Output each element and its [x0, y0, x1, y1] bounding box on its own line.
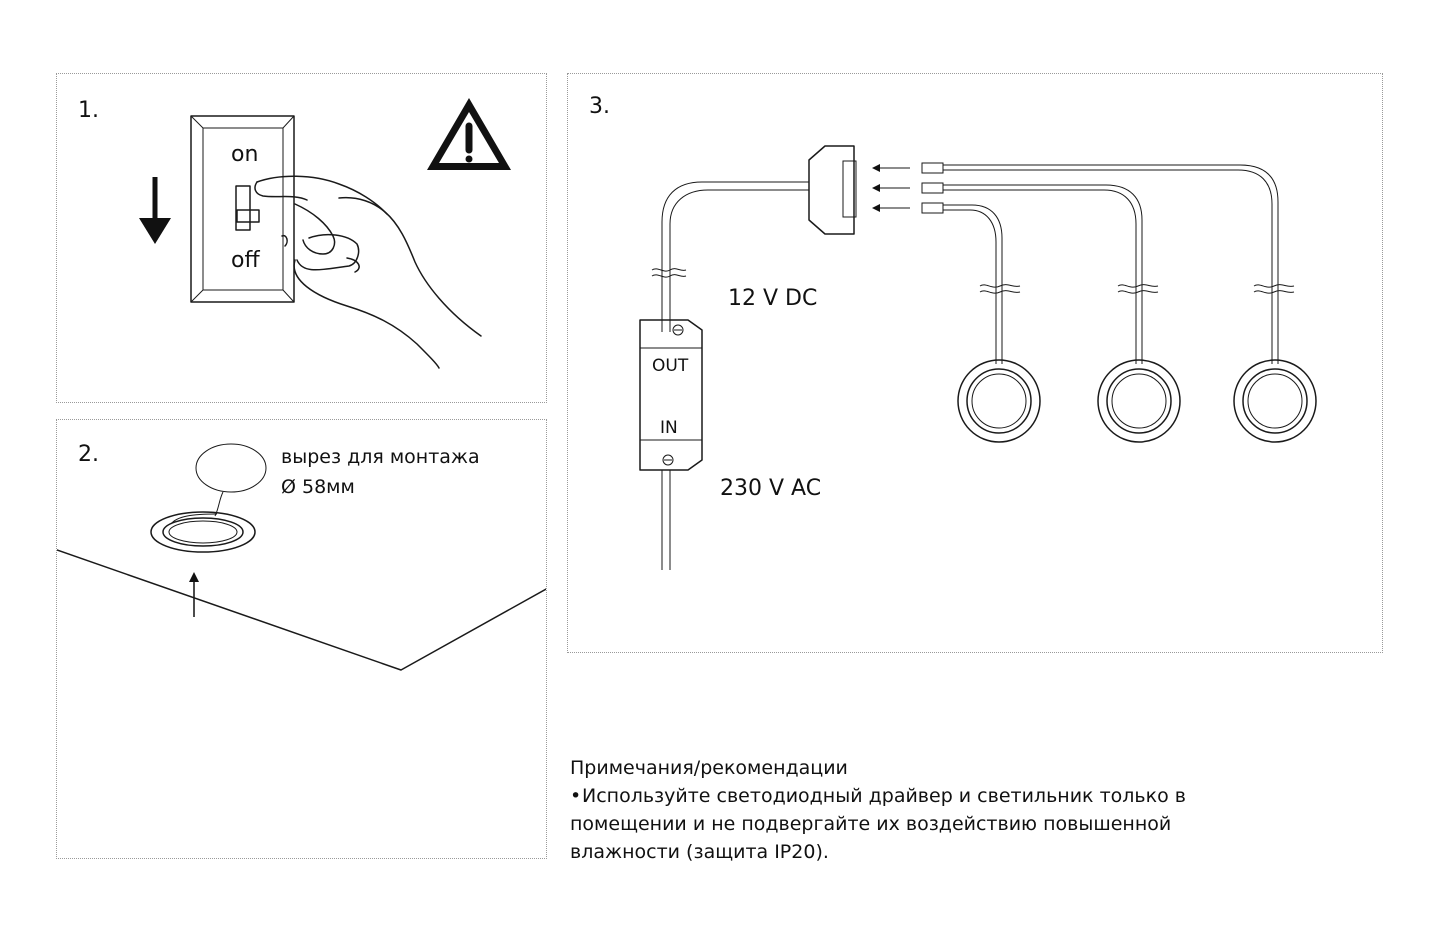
step-1-illustration: [139, 98, 511, 369]
led-driver-icon: [639, 319, 703, 471]
step-number: 2.: [78, 442, 99, 467]
step-2-illustration: [57, 443, 546, 671]
cutout-circle-icon: [195, 443, 267, 517]
downlight-icon: [1233, 359, 1317, 443]
downlight-icon: [957, 359, 1041, 443]
distributor-icon: [808, 145, 857, 235]
light-switch-icon: [190, 115, 295, 303]
step-number: 1.: [78, 98, 99, 123]
step-3-panel: 3.: [567, 73, 1383, 653]
switch-on-label: on: [231, 142, 259, 167]
step-number: 3.: [589, 94, 610, 119]
step-3-wiring-diagram: [639, 145, 1317, 570]
driver-out-label: OUT: [652, 356, 689, 376]
up-arrow-icon: [189, 572, 199, 617]
switch-off-label: off: [231, 248, 260, 273]
bullet-marker: •: [570, 785, 582, 807]
notes-line-3: влажности (защита IP20).: [570, 841, 829, 863]
step-2-panel: 2. вырез для монтажа Ø 58мм: [56, 419, 547, 859]
notes-heading: Примечания/рекомендации: [570, 757, 848, 779]
hand-icon: [254, 175, 482, 369]
driver-in-label: IN: [660, 418, 678, 438]
cutout-size-label: Ø 58мм: [281, 476, 355, 498]
notes-section: Примечания/рекомендации • Используйте св…: [570, 754, 1270, 866]
warning-triangle-icon: [427, 98, 511, 170]
notes-line-2: помещении и не подвергайте их воздействи…: [570, 813, 1172, 835]
down-arrow-icon: [139, 177, 171, 244]
dc-voltage-label: 12 V DC: [728, 286, 818, 311]
downlight-icon: [1097, 359, 1181, 443]
notes-line-1: Используйте светодиодный драйвер и свети…: [582, 785, 1186, 807]
step-1-panel: 1.: [56, 73, 547, 403]
input-arrows: [872, 164, 910, 212]
downlight-icon: [150, 511, 256, 553]
ac-voltage-label: 230 V AC: [720, 476, 822, 501]
cutout-label: вырез для монтажа: [281, 446, 480, 468]
